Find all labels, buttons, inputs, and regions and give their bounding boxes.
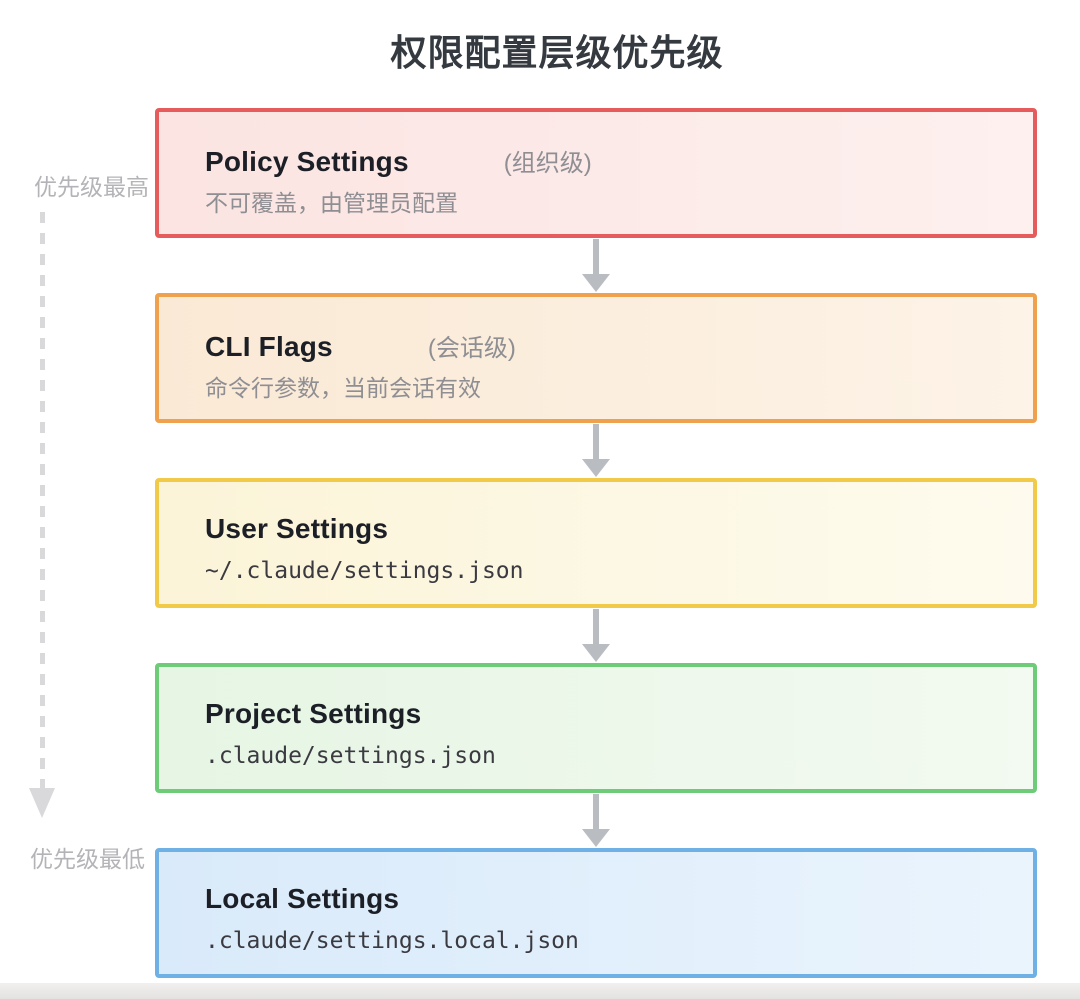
level-description: 命令行参数，当前会话有效 — [205, 375, 481, 401]
level-title: CLI Flags — [205, 331, 333, 362]
flow-connector — [155, 238, 1037, 293]
level-subtitle: .claude/settings.local.json — [205, 927, 1033, 954]
down-arrow-stem — [593, 424, 599, 460]
flow-connector — [155, 608, 1037, 663]
down-arrow-stem — [593, 609, 599, 645]
down-arrow-stem — [593, 794, 599, 830]
level-title: Project Settings — [205, 698, 422, 729]
level-title-row: Project Settings — [205, 698, 1033, 730]
level-title-row: Local Settings — [205, 883, 1033, 915]
down-arrow-icon — [582, 274, 610, 292]
down-arrow-icon — [582, 829, 610, 847]
down-arrow-stem — [593, 239, 599, 275]
level-subtitle: 不可覆盖，由管理员配置 — [205, 190, 1033, 217]
level-scope-tag: (组织级) — [503, 150, 592, 177]
level-path: .claude/settings.json — [205, 743, 496, 769]
level-subtitle: 命令行参数，当前会话有效 — [205, 375, 1033, 402]
level-title-row: User Settings — [205, 513, 1033, 545]
level-description: 不可覆盖，由管理员配置 — [205, 190, 458, 216]
level-scope-tag: (会话级) — [427, 335, 516, 362]
down-arrow-icon — [582, 644, 610, 662]
level-path: ~/.claude/settings.json — [205, 558, 524, 584]
level-card-policy-settings: Policy Settings (组织级) 不可覆盖，由管理员配置 — [155, 108, 1037, 238]
bottom-edge-strip — [0, 983, 1080, 999]
level-card-local-settings: Local Settings .claude/settings.local.js… — [155, 848, 1037, 978]
priority-highest-label: 优先级最高 — [34, 174, 149, 200]
level-card-cli-flags: CLI Flags (会话级) 命令行参数，当前会话有效 — [155, 293, 1037, 423]
down-arrow-icon — [582, 459, 610, 477]
level-subtitle: .claude/settings.json — [205, 742, 1033, 769]
flow-connector — [155, 793, 1037, 848]
settings-hierarchy-stack: Policy Settings (组织级) 不可覆盖，由管理员配置 CLI Fla… — [155, 108, 1037, 978]
level-card-project-settings: Project Settings .claude/settings.json — [155, 663, 1037, 793]
priority-dashed-line — [40, 212, 45, 788]
flow-connector — [155, 423, 1037, 478]
priority-arrowhead-icon — [29, 788, 55, 818]
level-path: .claude/settings.local.json — [205, 928, 579, 954]
priority-lowest-label: 优先级最低 — [30, 846, 145, 872]
level-subtitle: ~/.claude/settings.json — [205, 557, 1033, 584]
level-title: Local Settings — [205, 883, 400, 914]
level-title-row: CLI Flags (会话级) — [205, 328, 1033, 363]
level-card-user-settings: User Settings ~/.claude/settings.json — [155, 478, 1037, 608]
level-title-row: Policy Settings (组织级) — [205, 143, 1033, 178]
level-title: User Settings — [205, 513, 389, 544]
level-title: Policy Settings — [205, 146, 409, 177]
page-title: 权限配置层级优先级 — [390, 32, 724, 73]
